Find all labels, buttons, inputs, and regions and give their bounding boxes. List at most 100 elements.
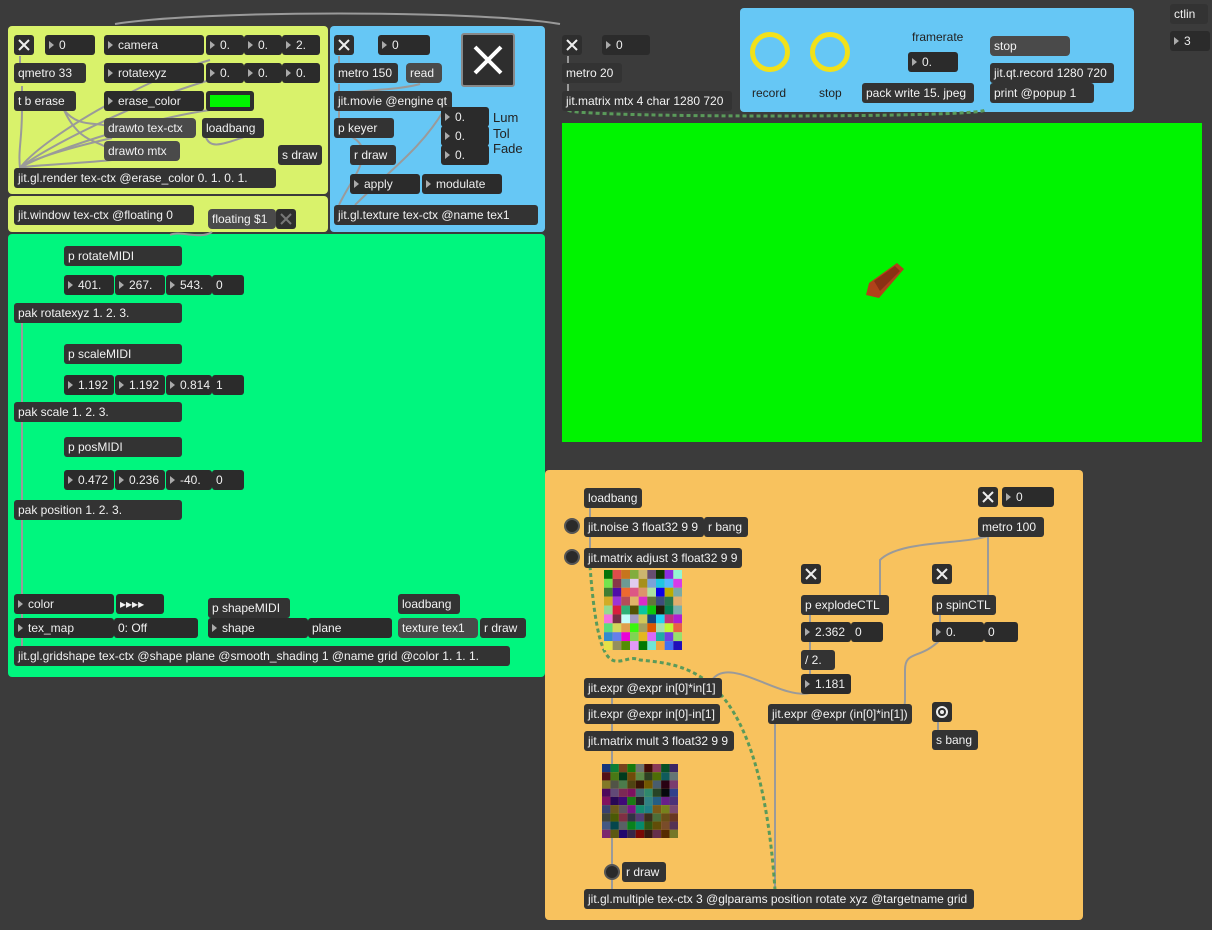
jit-matrix-mtx-object[interactable]: jit.matrix mtx 4 char 1280 720 (562, 91, 732, 111)
multiple-number-box[interactable]: 0 (1002, 487, 1054, 507)
print-object[interactable]: print @popup 1 (990, 83, 1094, 103)
tex-map-menu[interactable]: 0: Off (114, 618, 198, 638)
qmetro-toggle[interactable] (14, 35, 34, 55)
rotate-midi-subpatch[interactable]: p rotateMIDI (64, 246, 182, 266)
movie-metro-toggle[interactable] (334, 35, 354, 55)
send-bang-button[interactable] (932, 702, 952, 722)
modulate-menu[interactable]: modulate (422, 174, 502, 194)
send-bang-object[interactable]: s bang (932, 730, 978, 750)
qmetro-object[interactable]: qmetro 33 (14, 63, 86, 83)
shape-receive-draw[interactable]: r draw (480, 618, 526, 638)
camera-x[interactable]: 0. (206, 35, 244, 55)
stop-message[interactable]: stop (990, 36, 1070, 56)
rotate-y[interactable]: 0. (244, 63, 282, 83)
keyer-subpatch[interactable]: p keyer (334, 118, 394, 138)
multiple-metro-toggle[interactable] (978, 487, 998, 507)
scale-flag[interactable]: 1 (212, 375, 244, 395)
erase-color-attr-label[interactable]: erase_color (104, 91, 204, 111)
scale-y[interactable]: 1.192 (115, 375, 165, 395)
big-toggle[interactable] (461, 33, 515, 87)
pos-midi-subpatch[interactable]: p posMIDI (64, 437, 182, 457)
pak-position-object[interactable]: pak position 1. 2. 3. (14, 500, 182, 520)
shape-midi-subpatch[interactable]: p shapeMIDI (208, 598, 290, 618)
explode-flag[interactable]: 0 (851, 622, 883, 642)
tex-map-attr-label[interactable]: tex_map (14, 618, 114, 638)
floating-message[interactable]: floating $1 (208, 209, 276, 229)
pak-rotatexyz-object[interactable]: pak rotatexyz 1. 2. 3. (14, 303, 182, 323)
texture-message[interactable]: texture tex1 (398, 618, 478, 638)
keyer-tol[interactable]: 0. (441, 126, 489, 146)
stop-button[interactable] (810, 32, 850, 72)
pack-write-object[interactable]: pack write 15. jpeg (862, 83, 974, 103)
qt-record-object[interactable]: jit.qt.record 1280 720 (990, 63, 1114, 83)
record-button[interactable] (750, 32, 790, 72)
shape-menu[interactable]: plane (308, 618, 392, 638)
metro-100-object[interactable]: metro 100 (978, 517, 1044, 537)
camera-z[interactable]: 2. (282, 35, 320, 55)
adjust-bang-button[interactable] (564, 549, 580, 565)
drawto-mtx-message[interactable]: drawto mtx (104, 141, 180, 161)
jit-movie-object[interactable]: jit.movie @engine qt (334, 91, 452, 111)
pos-z[interactable]: -40. (166, 470, 212, 490)
pos-y[interactable]: 0.236 (115, 470, 165, 490)
gl-window-object[interactable]: jit.window tex-ctx @floating 0 (14, 205, 194, 225)
spin-ctl-subpatch[interactable]: p spinCTL (932, 595, 996, 615)
gl-multiple-object[interactable]: jit.gl.multiple tex-ctx 3 @glparams posi… (584, 889, 974, 909)
receive-bang-object[interactable]: r bang (704, 517, 748, 537)
color-attr-label[interactable]: color (14, 594, 114, 614)
rotate-midi-flag[interactable]: 0 (212, 275, 244, 295)
floating-toggle[interactable] (276, 209, 296, 229)
camera-y[interactable]: 0. (244, 35, 282, 55)
ctlin-object[interactable]: ctlin (1170, 4, 1208, 24)
spin-value[interactable]: 0. (932, 622, 984, 642)
scale-x[interactable]: 1.192 (64, 375, 114, 395)
erase-color-swatch[interactable] (206, 91, 254, 111)
expr-paren-object[interactable]: jit.expr @expr (in[0]*in[1]) (768, 704, 912, 724)
jit-noise-object[interactable]: jit.noise 3 float32 9 9 (584, 517, 704, 537)
explode-toggle[interactable] (801, 564, 821, 584)
spin-toggle[interactable] (932, 564, 952, 584)
spin-flag[interactable]: 0 (984, 622, 1018, 642)
trigger-object[interactable]: t b erase (14, 91, 76, 111)
apply-menu[interactable]: apply (350, 174, 420, 194)
rotate-midi-z[interactable]: 543. (166, 275, 212, 295)
camera-attr-label[interactable]: camera (104, 35, 204, 55)
noise-bang-button[interactable] (564, 518, 580, 534)
expr-subtract-object[interactable]: jit.expr @expr in[0]-in[1] (584, 704, 720, 724)
render-number-box[interactable]: 0 (45, 35, 95, 55)
shape-attr-label[interactable]: shape (208, 618, 308, 638)
rotate-midi-y[interactable]: 267. (115, 275, 165, 295)
rotate-z[interactable]: 0. (282, 63, 320, 83)
multiple-receive-draw[interactable]: r draw (622, 862, 666, 882)
pos-x[interactable]: 0.472 (64, 470, 114, 490)
matrix-metro-object[interactable]: metro 20 (562, 63, 622, 83)
color-values[interactable]: ▸▸▸▸ (116, 594, 164, 614)
keyer-lum[interactable]: 0. (441, 107, 489, 127)
scale-z[interactable]: 0.814 (166, 375, 212, 395)
send-draw-object[interactable]: s draw (278, 145, 322, 165)
framerate-number-box[interactable]: 0. (908, 52, 958, 72)
expr-multiply-object[interactable]: jit.expr @expr in[0]*in[1] (584, 678, 722, 698)
gl-texture-object[interactable]: jit.gl.texture tex-ctx @name tex1 (334, 205, 538, 225)
divide-object[interactable]: / 2. (801, 650, 835, 670)
receive-draw-object[interactable]: r draw (350, 145, 396, 165)
matrix-mult-object[interactable]: jit.matrix mult 3 float32 9 9 (584, 731, 734, 751)
pak-scale-object[interactable]: pak scale 1. 2. 3. (14, 402, 182, 422)
gl-render-object[interactable]: jit.gl.render tex-ctx @erase_color 0. 1.… (14, 168, 276, 188)
matrix-number-box[interactable]: 0 (602, 35, 650, 55)
movie-number-box[interactable]: 0 (378, 35, 430, 55)
rotate-midi-x[interactable]: 401. (64, 275, 114, 295)
read-message[interactable]: read (406, 63, 442, 83)
explode-ctl-subpatch[interactable]: p explodeCTL (801, 595, 889, 615)
matrix-metro-toggle[interactable] (562, 35, 582, 55)
loadbang-object[interactable]: loadbang (202, 118, 264, 138)
multiple-loadbang-object[interactable]: loadbang (584, 488, 642, 508)
gl-gridshape-object[interactable]: jit.gl.gridshape tex-ctx @shape plane @s… (14, 646, 510, 666)
half-value[interactable]: 1.181 (801, 674, 851, 694)
explode-value[interactable]: 2.362 (801, 622, 851, 642)
keyer-fade[interactable]: 0. (441, 145, 489, 165)
scale-midi-subpatch[interactable]: p scaleMIDI (64, 344, 182, 364)
rotate-x[interactable]: 0. (206, 63, 244, 83)
drawto-tex-message[interactable]: drawto tex-ctx (104, 118, 196, 138)
pos-flag[interactable]: 0 (212, 470, 244, 490)
